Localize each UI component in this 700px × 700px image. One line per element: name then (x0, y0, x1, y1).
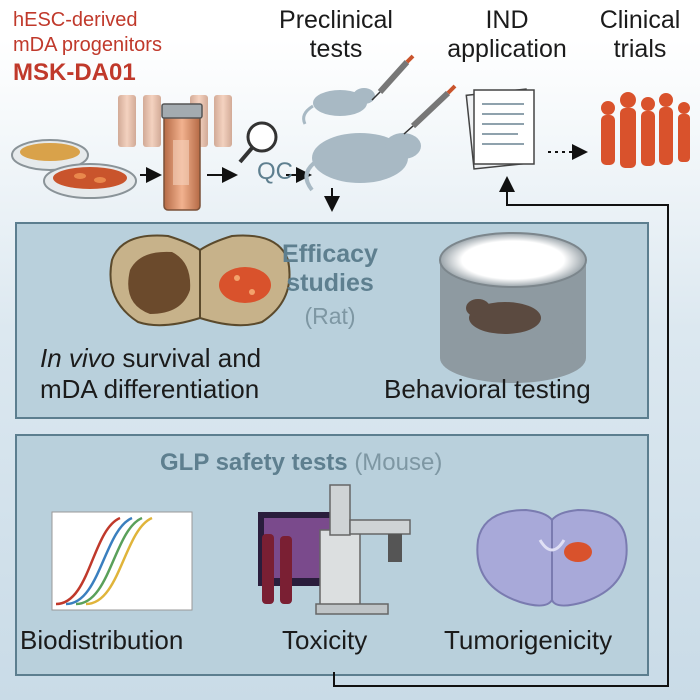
stage-clinical: Clinical trials (590, 6, 690, 64)
source-name: MSK-DA01 (13, 59, 136, 86)
stage-ind-line1: IND (485, 6, 529, 34)
feedback-arrow (333, 176, 669, 687)
mouse-silhouette (302, 88, 375, 125)
stage-clinical-line1: Clinical (599, 6, 681, 34)
stage-clinical-line2: trials (613, 35, 667, 63)
magnifier-icon (238, 121, 278, 164)
vial-rack (118, 95, 232, 211)
document-stack-icon (465, 88, 535, 170)
stage-ind-line2: application (447, 35, 567, 63)
stage-preclinical-line2: tests (309, 35, 363, 63)
tumorigenicity-label: Tumorigenicity (444, 625, 613, 655)
rat-silhouette (304, 133, 421, 192)
source-line2: mDA progenitors (13, 34, 162, 56)
efficacy-title: Efficacy studies (275, 240, 385, 298)
petri-dishes (11, 139, 137, 199)
mouse-brain-section (476, 508, 628, 607)
stage-preclinical: Preclinical tests (266, 6, 406, 64)
behavioral-test-beaker (439, 232, 587, 383)
toxicity-label: Toxicity (282, 625, 368, 655)
safety-title: GLP safety tests (160, 449, 348, 476)
qc-label: QC (257, 158, 293, 185)
survival-rest: survival and (115, 343, 262, 373)
survival-label-line2: mDA differentiation (40, 374, 260, 404)
stage-preclinical-line1: Preclinical (279, 6, 393, 34)
patient-figures (601, 92, 690, 168)
safety-subtitle: (Mouse) (354, 449, 443, 476)
efficacy-subtitle: (Rat) (304, 303, 356, 329)
source-line1: hESC-derived (13, 9, 138, 31)
microscope-icon (258, 484, 411, 615)
survival-label-line1: In vivo survival and (40, 343, 261, 374)
efficacy-title-line1: Efficacy (282, 240, 378, 268)
safety-title-row: GLP safety tests (Mouse) (160, 448, 442, 477)
behavior-label: Behavioral testing (384, 374, 591, 404)
biodistribution-label: Biodistribution (20, 625, 184, 655)
survival-italic: In vivo (40, 343, 116, 373)
efficacy-title-line2: studies (286, 269, 374, 297)
rat-brain-section (109, 234, 291, 327)
stage-ind: IND application (432, 6, 582, 64)
syringe-icons (371, 54, 457, 135)
biodistribution-chart (51, 511, 193, 611)
